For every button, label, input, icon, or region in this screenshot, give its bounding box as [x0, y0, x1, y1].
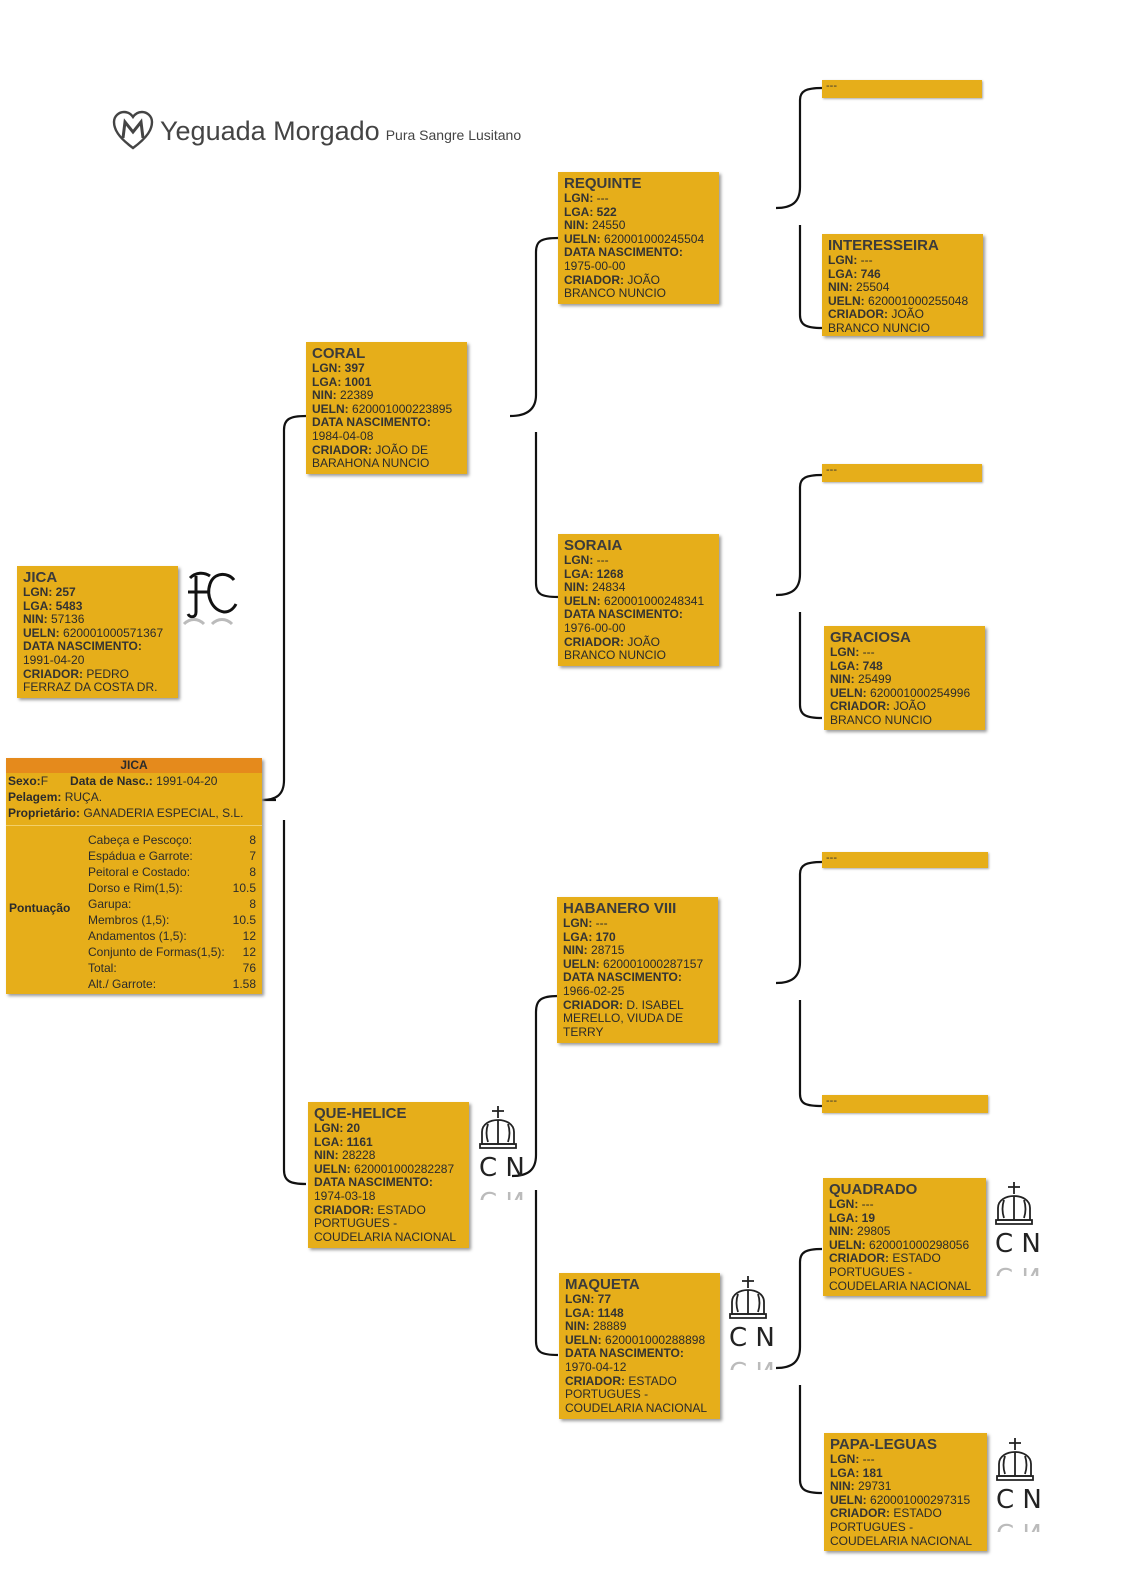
horse-birth: 1991-04-20	[23, 652, 85, 667]
horse-card-dam-dam[interactable]: MAQUETA LGN: 77 LGA: 1148 NIN: 28889 UEL…	[559, 1273, 720, 1419]
horse-card-dam-sire[interactable]: HABANERO VIII LGN: --- LGA: 170 NIN: 287…	[557, 897, 718, 1043]
svg-text:C N: C N	[996, 1517, 1042, 1532]
heart-m-logo-icon	[112, 110, 154, 150]
crown-cn-brand-icon: C N C N	[993, 1436, 1049, 1532]
svg-text:C N: C N	[729, 1355, 775, 1370]
horse-card-sire-dam[interactable]: SORAIA LGN: --- LGA: 1268 NIN: 24834 UEL…	[558, 534, 719, 666]
horse-card-sire-sire[interactable]: REQUINTE LGN: --- LGA: 522 NIN: 24550 UE…	[558, 172, 719, 304]
horse-card-sire[interactable]: CORAL LGN: 397 LGA: 1001 NIN: 22389 UELN…	[306, 342, 467, 474]
info-title: JICA	[6, 758, 262, 773]
horse-ueln: 620001000571367	[63, 625, 164, 640]
unknown-ancestor: ---	[822, 80, 982, 98]
svg-text:C N: C N	[995, 1261, 1041, 1276]
horse-card-dd-dam[interactable]: PAPA-LEGUAS LGN: --- LGA: 181 NIN: 29731…	[824, 1433, 987, 1551]
horse-card-jica[interactable]: JICA LGN: 257 LGA: 5483 NIN: 57136 UELN:…	[17, 566, 178, 698]
score-label: Pontuação	[9, 901, 71, 915]
crown-cn-brand-icon: C N C N	[992, 1180, 1048, 1276]
horse-nin: 57136	[51, 612, 85, 627]
info-birth: 1991-04-20	[156, 774, 218, 788]
horse-lga: 5483	[55, 598, 83, 613]
cn-letters: C N	[479, 1153, 525, 1183]
horse-card-dd-sire[interactable]: QUADRADO LGN: --- LGA: 19 NIN: 29805 UEL…	[823, 1178, 986, 1296]
horse-card-sd-dam[interactable]: GRACIOSA LGN: --- LGA: 748 NIN: 25499 UE…	[824, 626, 985, 730]
brand-tagline: Pura Sangre Lusitano	[385, 127, 522, 143]
crown-cn-brand-icon: C N C N	[476, 1104, 532, 1200]
unknown-ancestor: ---	[822, 464, 982, 482]
horse-lgn: 257	[55, 585, 76, 599]
horse-breeder: PEDRO FERRAZ DA COSTA DR.	[23, 666, 158, 695]
cn-letters: C N	[729, 1323, 775, 1353]
cn-letters: C N	[995, 1229, 1041, 1259]
unknown-ancestor: ---	[822, 1095, 988, 1113]
fc-monogram-brand-icon: FC	[182, 566, 242, 626]
crown-cn-brand-icon: C N C N	[726, 1274, 782, 1370]
svg-text:C N: C N	[479, 1185, 525, 1200]
cn-letters: C N	[996, 1485, 1042, 1515]
info-owner: GANADERIA ESPECIAL, S.L.	[83, 806, 244, 820]
unknown-ancestor: ---	[822, 852, 988, 868]
info-sex: F	[40, 774, 49, 788]
info-coat: RUÇA.	[64, 790, 103, 804]
horse-card-dam[interactable]: QUE-HELICE LGN: 20 LGA: 1161 NIN: 28228 …	[308, 1102, 469, 1248]
horse-name: JICA	[23, 569, 58, 586]
horse-card-ss-dam[interactable]: INTERESSEIRA LGN: --- LGA: 746 NIN: 2550…	[822, 234, 983, 336]
